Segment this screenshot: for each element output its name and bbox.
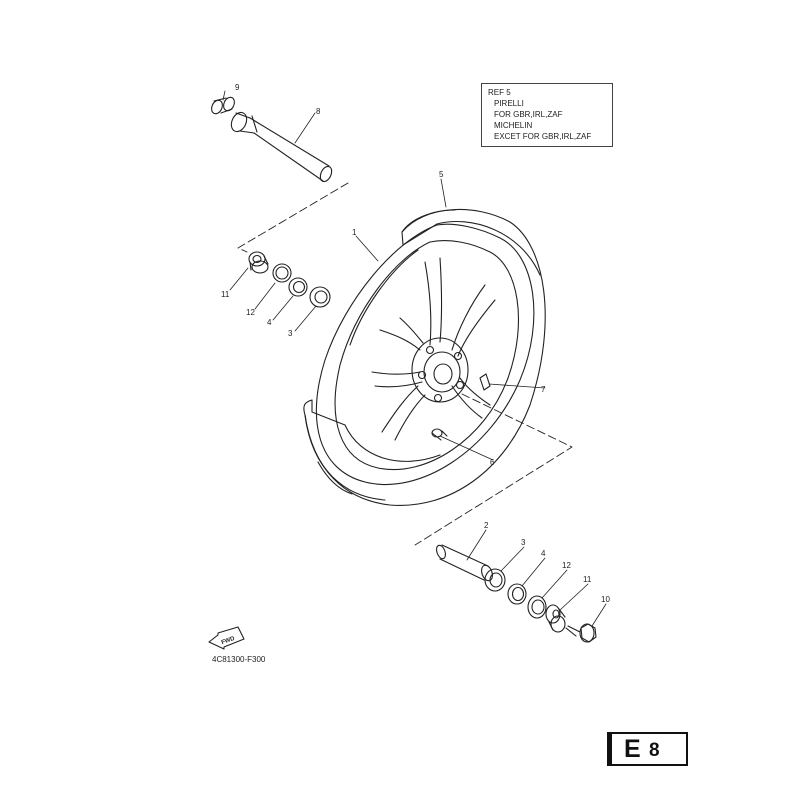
part-5-tire xyxy=(303,208,546,506)
part-6-valve xyxy=(431,428,448,441)
axis-line-upper xyxy=(237,182,349,253)
part-10-bolt xyxy=(565,623,597,643)
callout-5: 5 xyxy=(439,170,444,179)
part-4-bearing-left xyxy=(288,277,308,297)
part-3-bearing-right xyxy=(484,568,506,592)
page-tag-number: 8 xyxy=(649,740,660,761)
part-12-seal-left xyxy=(272,263,292,283)
callout-3-left: 3 xyxy=(288,329,293,338)
page-tag-letter: E xyxy=(624,735,641,763)
wheel-spokes xyxy=(371,257,496,441)
part-2-collar xyxy=(435,544,493,582)
callout-12-right: 12 xyxy=(562,561,571,570)
reference-note: REF 5 PIRELLI FOR GBR,IRL,ZAF MICHELIN E… xyxy=(481,83,613,147)
callout-8: 8 xyxy=(316,107,321,116)
note-line-ref: REF 5 xyxy=(488,88,511,97)
callout-4-left: 4 xyxy=(267,318,272,327)
axis-line-lower xyxy=(414,393,573,546)
callout-11-left: 11 xyxy=(221,290,230,299)
note-line-pirelli: PIRELLI xyxy=(494,99,524,108)
callout-10: 10 xyxy=(601,595,610,604)
part-11-collar-right xyxy=(545,604,566,633)
part-4-bearing-right xyxy=(507,583,527,605)
callout-12-left: 12 xyxy=(246,308,255,317)
part-11-collar-left xyxy=(248,251,269,274)
callout-11-right: 11 xyxy=(583,575,592,584)
part-12-seal-right xyxy=(527,595,547,619)
callout-6: 6 xyxy=(490,458,495,467)
document-code: 4C81300-F300 xyxy=(212,655,266,664)
callout-9: 9 xyxy=(235,83,240,92)
part-3-bearing-left xyxy=(309,286,331,308)
callout-4-right: 4 xyxy=(541,549,546,558)
fwd-arrow-icon xyxy=(208,626,245,650)
part-7-weight xyxy=(479,373,491,391)
note-line-michelin: MICHELIN xyxy=(494,121,533,130)
part-8-axle xyxy=(230,111,333,183)
part-9-cap xyxy=(211,96,235,115)
page-tag: E 8 xyxy=(607,732,688,766)
callout-1: 1 xyxy=(352,228,357,237)
wheel-hub xyxy=(411,337,469,403)
part-1-rim xyxy=(315,223,535,486)
fwd-label: FWD xyxy=(221,636,237,647)
callout-3-right: 3 xyxy=(521,538,526,547)
note-line-except: EXCET FOR GBR,IRL,ZAF xyxy=(494,132,592,141)
leader-lines xyxy=(222,90,607,627)
callout-2: 2 xyxy=(484,521,489,530)
callout-7: 7 xyxy=(541,385,546,394)
note-line-gbr: FOR GBR,IRL,ZAF xyxy=(494,110,563,119)
